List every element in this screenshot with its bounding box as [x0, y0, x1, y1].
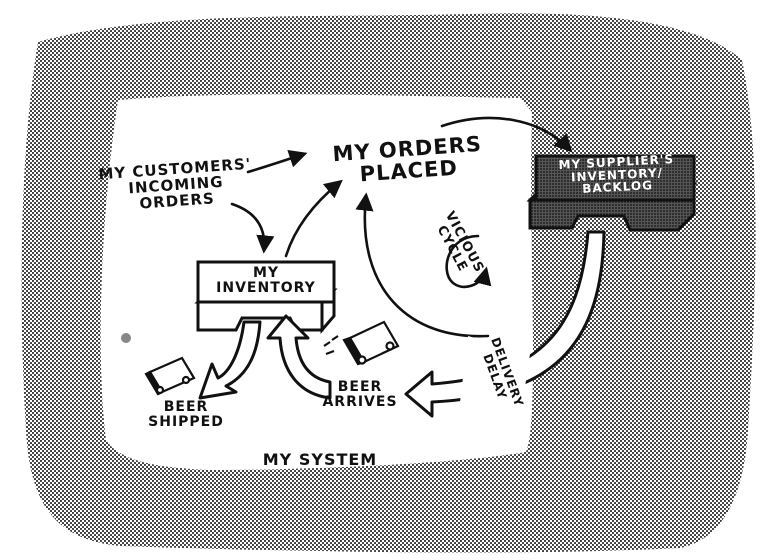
vicious-cycle-loop: [445, 234, 492, 289]
delivery-truck-icon: [144, 356, 196, 396]
inventory-box-label: MY INVENTORY: [216, 265, 316, 296]
arrow-customers-to-inventory: [230, 202, 275, 254]
my-system-label: MY SYSTEM: [262, 450, 378, 469]
beer-arrives-arrow: [266, 314, 332, 400]
delivery-delay-marker: [460, 336, 530, 420]
arrow-orders-to-supplier: [440, 116, 573, 153]
ink-blot: [121, 333, 131, 343]
beer-shipped-arrow: [198, 320, 262, 400]
beer-shipped-label: BEER SHIPPED: [148, 399, 224, 430]
delivery-truck-icon: [323, 320, 400, 366]
arrow-inventory-to-orders: [284, 179, 343, 258]
arrow-cycle-back-to-orders: [355, 192, 490, 338]
supplier-box-label: MY SUPPLIER'S INVENTORY/ BACKLOG: [558, 152, 675, 197]
beer-arrives-label: BEER ARRIVES: [322, 379, 398, 410]
supplier-box: [526, 154, 698, 232]
inventory-box: [194, 260, 338, 335]
arrow-customers-to-orders: [246, 149, 308, 174]
